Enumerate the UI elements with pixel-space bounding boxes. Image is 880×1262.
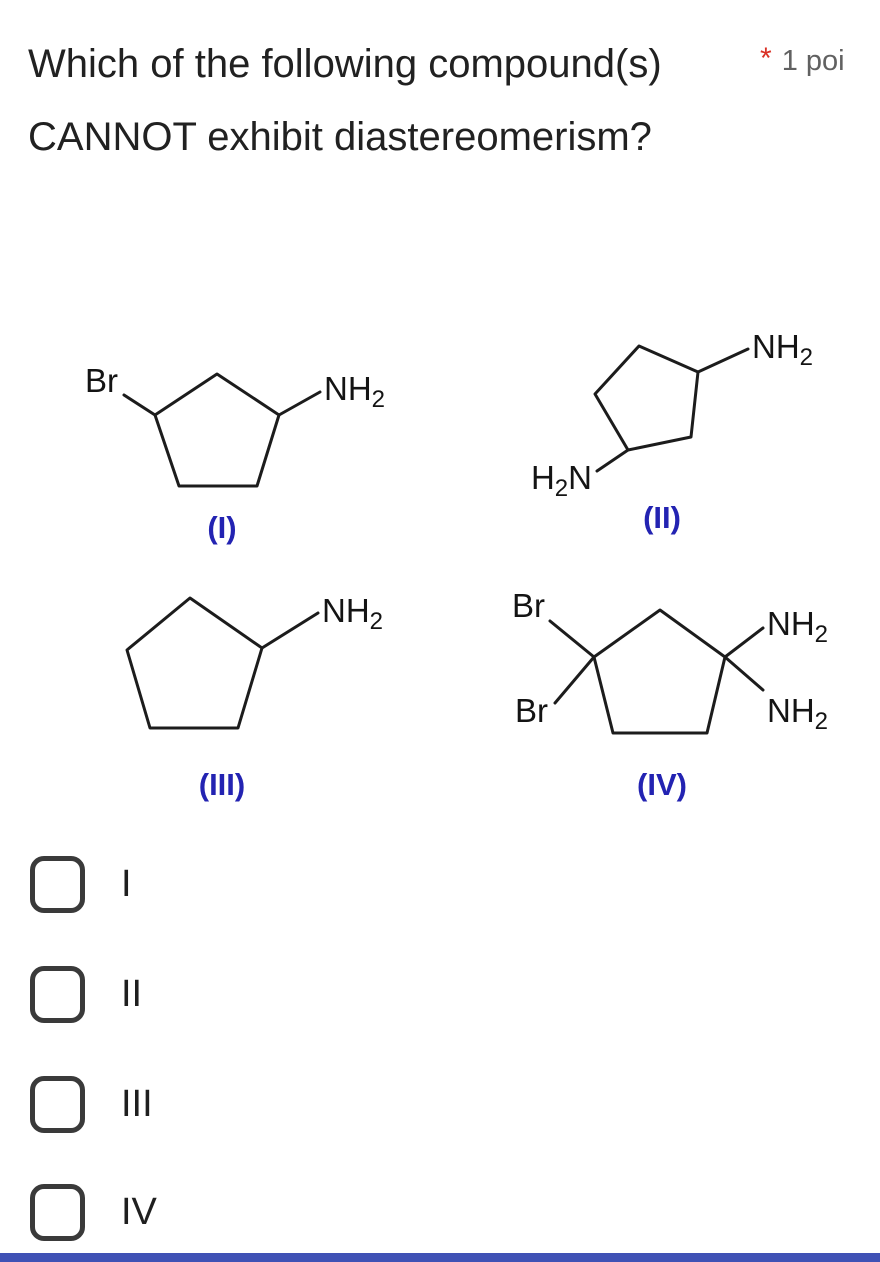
bond-br-i <box>122 393 157 417</box>
option-label-ii: II <box>121 973 143 1015</box>
cyclopentane-ring-iv <box>592 608 727 735</box>
substituent-label-nh2-iii: NH2 <box>322 592 383 635</box>
bond-br-top-iv <box>548 619 596 659</box>
substituent-label-br-i: Br <box>85 362 118 399</box>
bond-nh2-iii <box>260 611 320 650</box>
bond-nh2-top-iv <box>723 626 765 659</box>
structure-iv: Br Br NH2 NH2 (IV) <box>512 587 828 802</box>
option-row-iv[interactable]: IV <box>30 1182 157 1242</box>
structure-label-iii: (III) <box>199 767 246 802</box>
structure-label-i: (I) <box>207 510 236 545</box>
points-label: * 1 poi <box>760 42 845 78</box>
structures-figure: Br NH2 (I) NH2 H2N (II) NH2 <box>85 328 828 802</box>
checkbox-ii[interactable] <box>30 965 85 1023</box>
substituent-label-nh2-i: NH2 <box>324 370 385 413</box>
structure-ii: NH2 H2N (II) <box>531 328 813 535</box>
substituent-label-br-bottom-iv: Br <box>515 692 548 729</box>
bond-h2n-ii <box>595 448 630 473</box>
option-label-iv: IV <box>121 1191 157 1233</box>
option-label-iii: III <box>121 1083 153 1125</box>
question-text: Which of the following compound(s) CANNO… <box>28 42 662 159</box>
cyclopentane-ring-i <box>153 372 281 488</box>
bond-nh2-bottom-iv <box>723 655 765 692</box>
substituent-label-nh2-top-iv: NH2 <box>767 605 828 648</box>
structure-label-ii: (II) <box>643 500 681 535</box>
substituent-label-h2n-ii: H2N <box>531 459 592 502</box>
bottom-accent-bar <box>0 1253 880 1262</box>
structure-iii: NH2 (III) <box>125 592 383 802</box>
bond-nh2-i <box>277 390 322 417</box>
substituent-label-nh2-bottom-iv: NH2 <box>767 692 828 735</box>
option-label-i: I <box>121 863 132 905</box>
option-row-ii[interactable]: II <box>30 964 142 1024</box>
substituent-label-nh2-ii: NH2 <box>752 328 813 371</box>
cyclopentane-ring-ii <box>593 344 700 452</box>
substituent-label-br-top-iv: Br <box>512 587 545 624</box>
option-row-iii[interactable]: III <box>30 1074 153 1134</box>
option-row-i[interactable]: I <box>30 854 132 914</box>
bond-br-bottom-iv <box>553 655 596 705</box>
structure-label-iv: (IV) <box>637 767 687 802</box>
checkbox-iii[interactable] <box>30 1075 85 1133</box>
bond-nh2-ii <box>696 347 750 374</box>
points-text: 1 poi <box>781 45 845 77</box>
required-asterisk: * <box>760 42 772 75</box>
structure-i: Br NH2 (I) <box>85 362 385 545</box>
checkbox-iv[interactable] <box>30 1183 85 1241</box>
checkbox-i[interactable] <box>30 855 85 913</box>
cyclopentane-ring-iii <box>125 596 264 730</box>
